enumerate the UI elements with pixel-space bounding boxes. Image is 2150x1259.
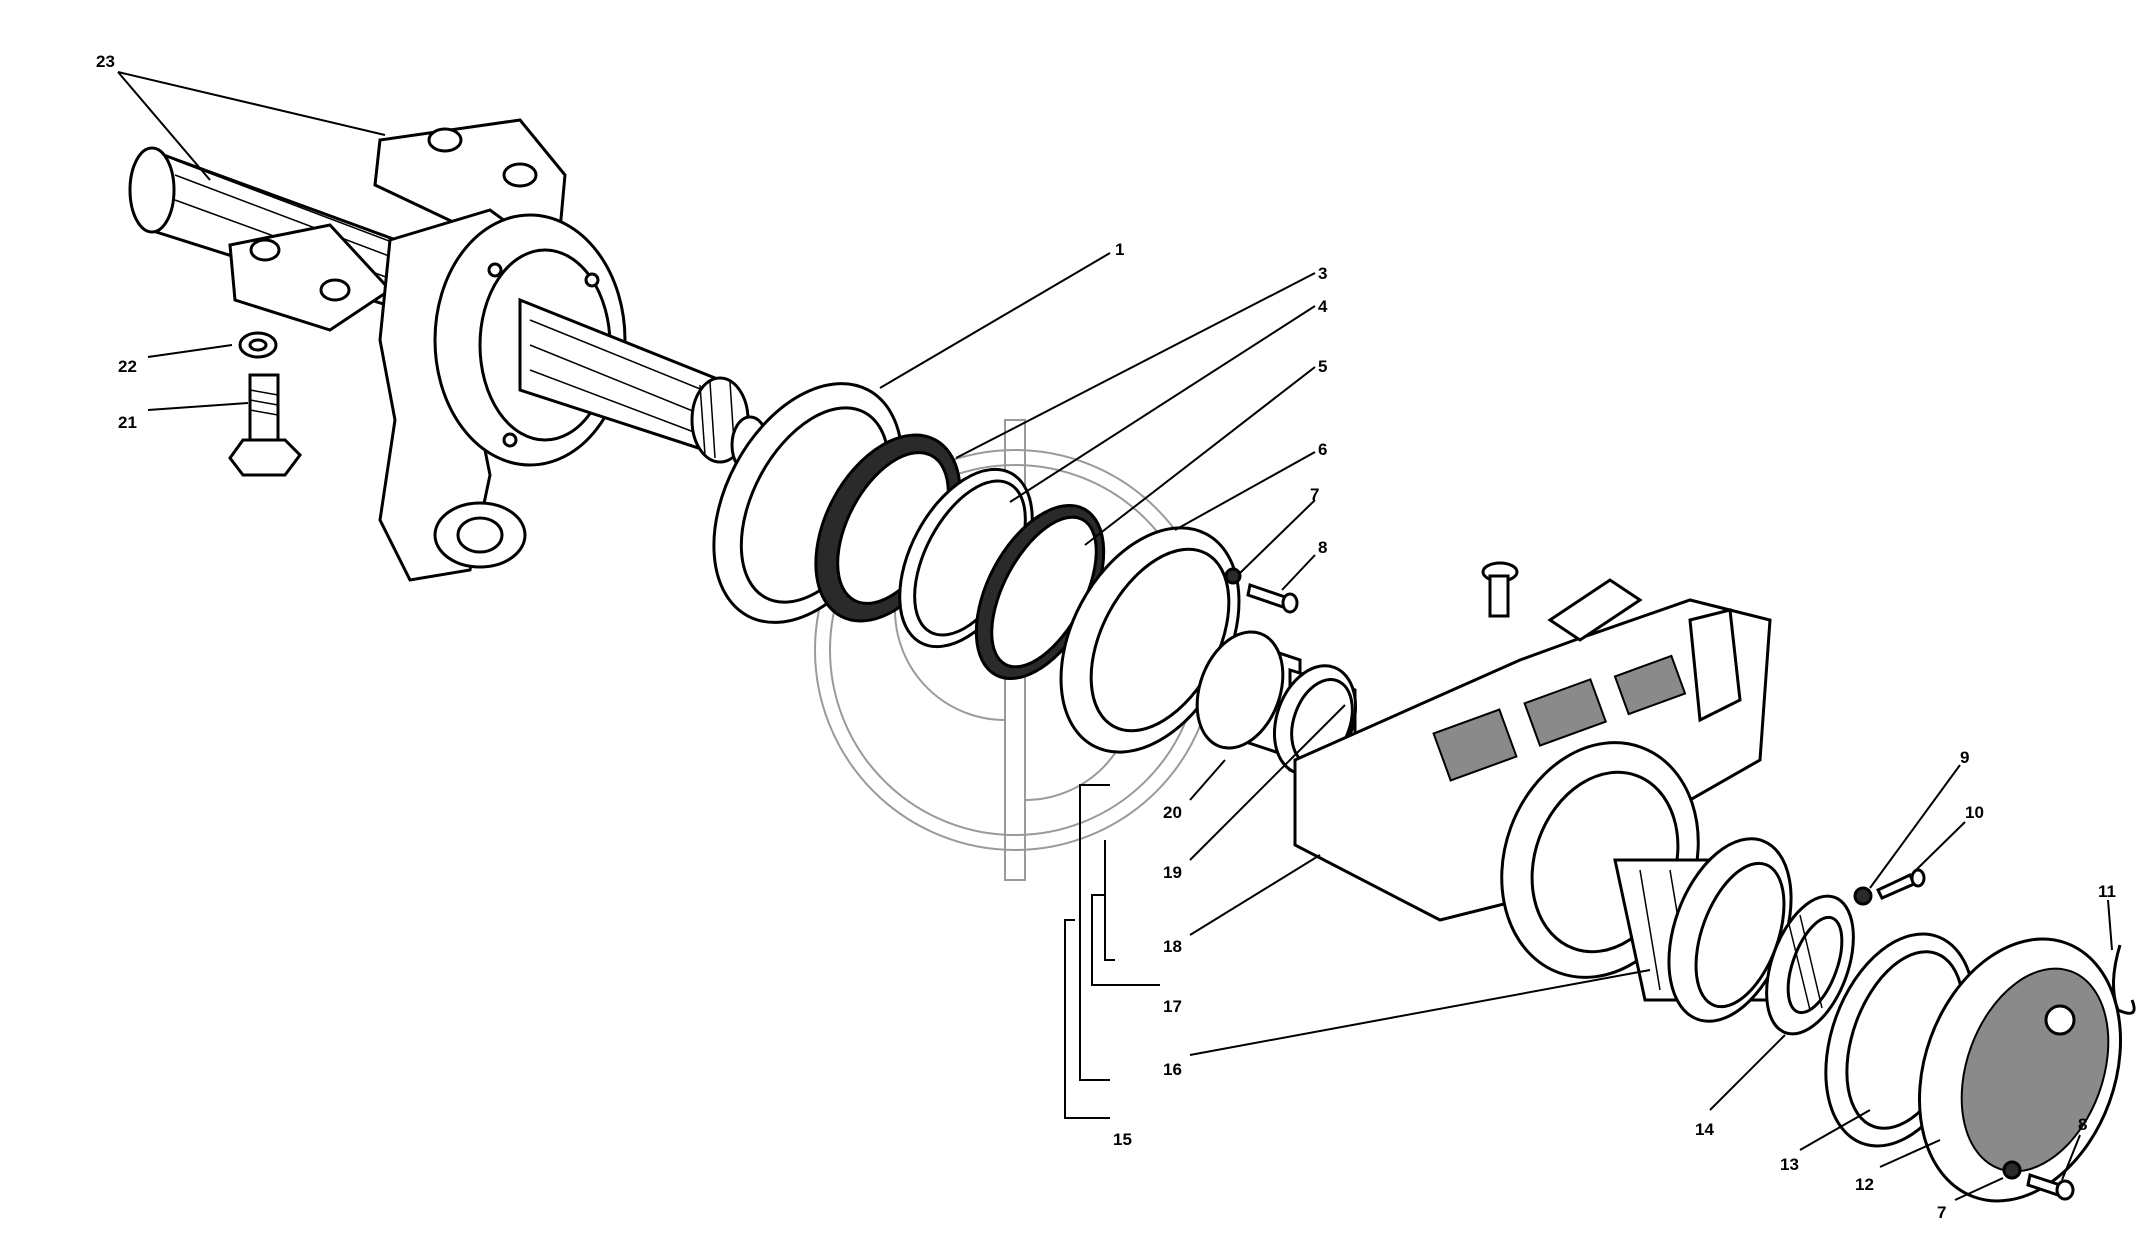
axle-housing-part-23 xyxy=(128,118,770,582)
callout-18: 18 xyxy=(1163,937,1182,956)
callout-14: 14 xyxy=(1695,1120,1714,1139)
callout-labels: 23 22 21 1 3 4 5 6 7 8 9 10 11 20 19 18 … xyxy=(96,52,2116,1222)
callout-3: 3 xyxy=(1318,264,1327,283)
cotter-pin-part-11 xyxy=(2111,944,2136,1015)
callout-1: 1 xyxy=(1115,240,1124,259)
callout-22: 22 xyxy=(118,357,137,376)
callout-16: 16 xyxy=(1163,1060,1182,1079)
bolt-part-21 xyxy=(228,373,302,477)
callout-17: 17 xyxy=(1163,997,1182,1016)
callout-8-lower: 8 xyxy=(2078,1115,2087,1134)
callout-5: 5 xyxy=(1318,357,1327,376)
nut-part-9 xyxy=(1853,886,1873,906)
bolt-part-8-upper xyxy=(1246,583,1299,614)
callout-7-upper: 7 xyxy=(1310,485,1319,504)
callout-7-lower: 7 xyxy=(1937,1203,1946,1222)
callout-4: 4 xyxy=(1318,297,1328,316)
callout-21: 21 xyxy=(118,413,137,432)
callout-12: 12 xyxy=(1855,1175,1874,1194)
callout-11: 11 xyxy=(2098,882,2116,901)
callout-13: 13 xyxy=(1780,1155,1799,1174)
washer-part-22 xyxy=(238,331,278,359)
bolt-part-10 xyxy=(1875,868,1926,900)
callout-6: 6 xyxy=(1318,440,1327,459)
pin-part xyxy=(1481,561,1519,618)
end-cover-part-12 xyxy=(1917,937,2123,1203)
drum-part-16 xyxy=(1613,837,1793,1023)
nut-part-7-lower xyxy=(2002,1160,2022,1180)
callout-20: 20 xyxy=(1163,803,1182,822)
callout-15: 15 xyxy=(1113,1130,1132,1149)
callout-9: 9 xyxy=(1960,748,1969,767)
callout-10: 10 xyxy=(1965,803,1984,822)
threaded-collar-part-14 xyxy=(1765,894,1855,1036)
callout-19: 19 xyxy=(1163,863,1182,882)
callout-8-upper: 8 xyxy=(1318,538,1327,557)
bolt-part-8-lower xyxy=(2026,1173,2075,1201)
leader-lines xyxy=(117,71,2113,1201)
callout-23: 23 xyxy=(96,52,115,71)
nut-part-7-upper xyxy=(1224,567,1242,585)
bearing-cap-part-6 xyxy=(1059,526,1241,754)
